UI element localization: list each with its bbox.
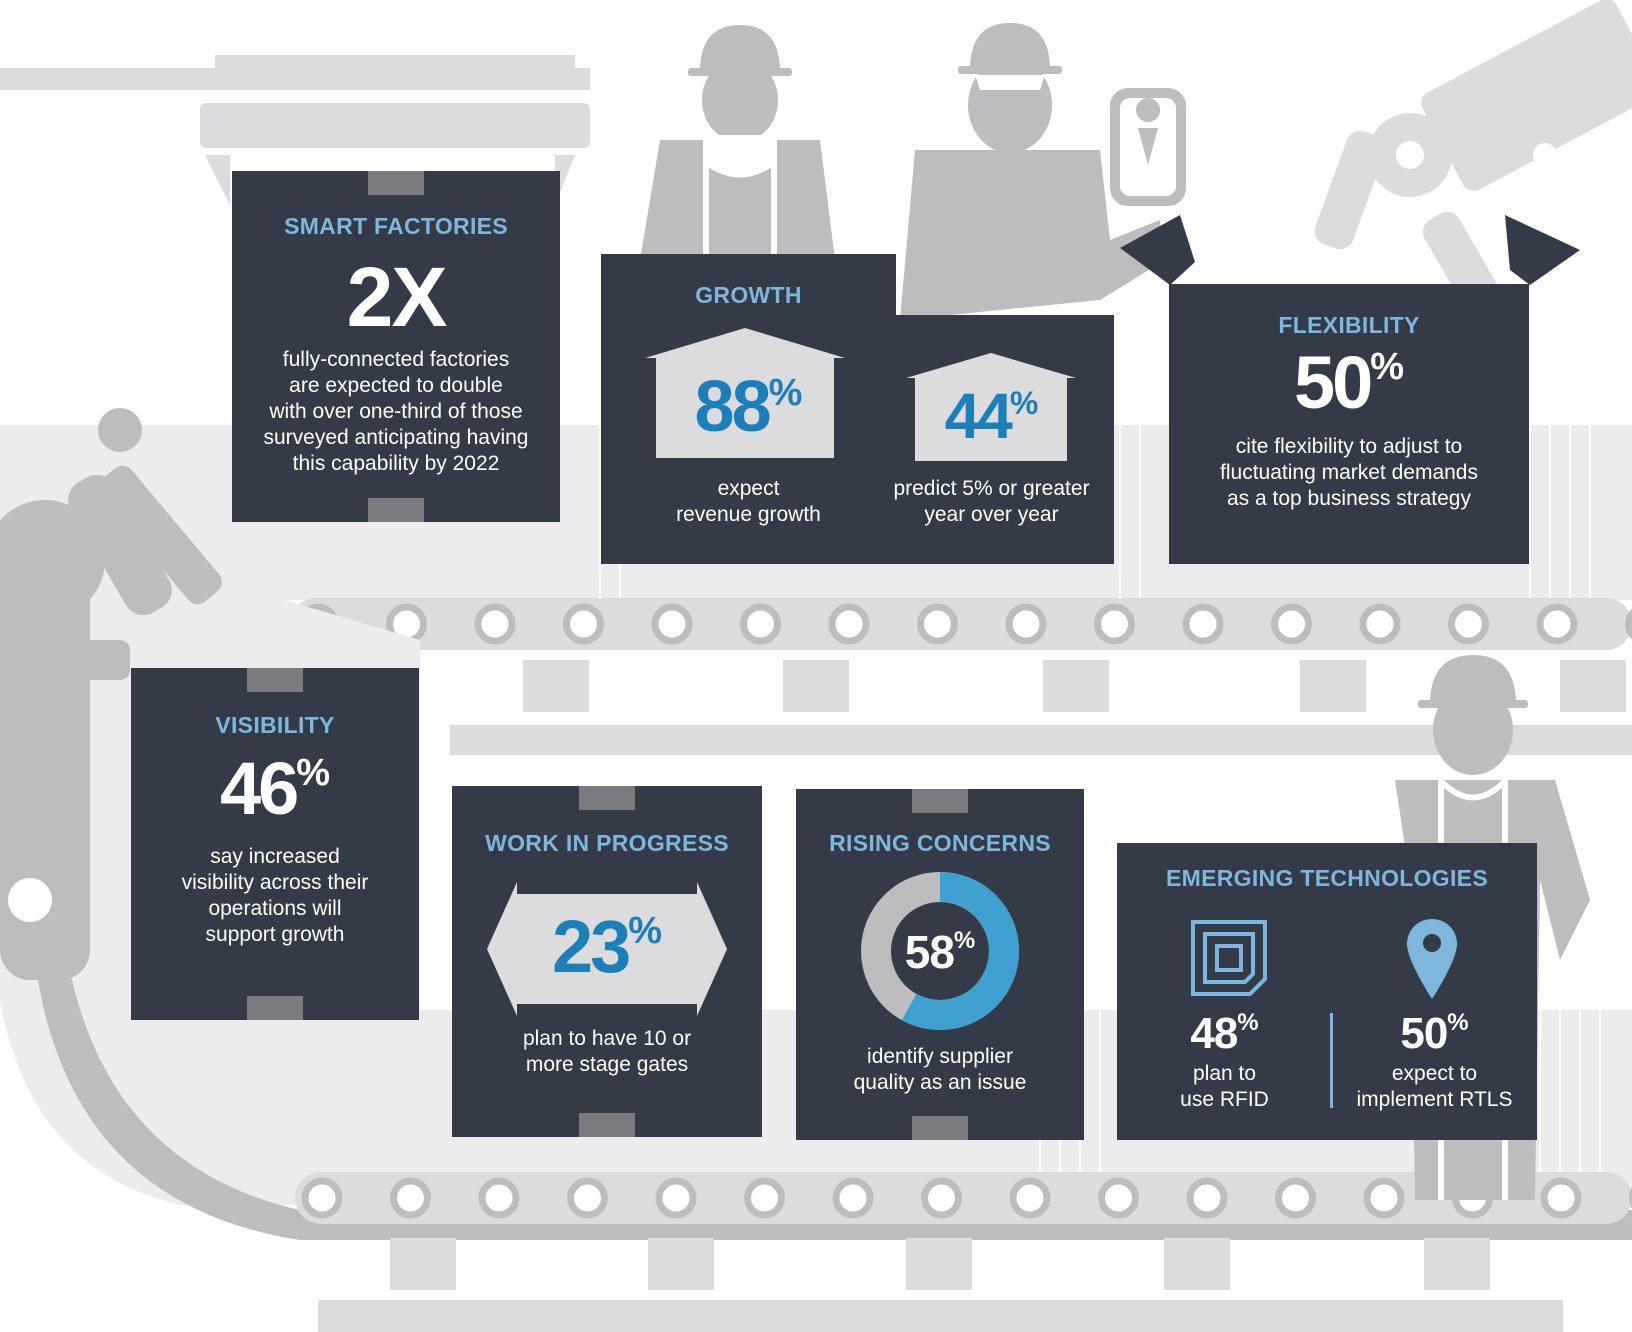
- conveyor-roller: [567, 1177, 608, 1219]
- stat-value: 44%: [944, 380, 1039, 452]
- conveyor-roller: [828, 603, 870, 645]
- conveyor-roller: [917, 603, 958, 645]
- donut-chart: [861, 872, 1019, 1030]
- card-tape-top: [247, 668, 303, 692]
- conveyor-roller: [478, 1177, 520, 1219]
- stat-value: 23%: [551, 905, 663, 988]
- card-title: WORK IN PROGRESS: [485, 830, 729, 856]
- conveyor-roller: [563, 603, 604, 645]
- rfid-chip-icon: [1191, 920, 1267, 996]
- card-tape-bottom: [912, 1116, 968, 1140]
- stat-value: 50%: [1293, 341, 1405, 424]
- conveyor-roller: [1271, 603, 1312, 645]
- divider: [1330, 1013, 1333, 1108]
- smart-factories-card: SMART FACTORIES 2X fully-connected facto…: [232, 171, 560, 522]
- conveyor-roller: [651, 603, 693, 645]
- conveyor-roller: [744, 1177, 785, 1219]
- stat-value: 2X: [346, 250, 448, 344]
- stat-value: 46%: [219, 747, 331, 830]
- conveyor-roller: [1182, 603, 1224, 645]
- stat-value: 88%: [694, 367, 803, 447]
- card-tape-bottom: [247, 996, 303, 1020]
- conveyor-roller: [390, 1177, 431, 1219]
- conveyor-roller: [1009, 1177, 1051, 1219]
- conveyor-roller: [1275, 1177, 1316, 1219]
- map-pin-icon: [1407, 919, 1457, 999]
- flexibility-card: FLEXIBILITY 50% cite flexibility to adju…: [1169, 284, 1529, 564]
- house-icon: [906, 353, 1076, 461]
- card-title: SMART FACTORIES: [284, 213, 508, 239]
- conveyor-roller: [1359, 603, 1401, 645]
- card-tape-bottom: [368, 498, 424, 522]
- conveyor-roller: [1094, 603, 1135, 645]
- conveyor-roller: [474, 603, 516, 645]
- card-tape-bottom: [579, 1113, 635, 1137]
- conveyor-roller: [832, 1177, 874, 1219]
- conveyor-roller: [1625, 608, 1632, 640]
- conveyor-roller: [1005, 603, 1047, 645]
- stat-value: 58%: [904, 926, 976, 978]
- card-title: RISING CONCERNS: [829, 830, 1051, 856]
- card-title: GROWTH: [695, 282, 802, 308]
- card-tape-top: [368, 171, 424, 195]
- stat-value-rtls: 50%: [1400, 1009, 1469, 1058]
- conveyor-roller: [921, 1177, 962, 1219]
- conveyor-roller: [1448, 603, 1489, 645]
- card-title: FLEXIBILITY: [1278, 312, 1420, 338]
- card-tape-top: [912, 789, 968, 813]
- stat-value-rfid: 48%: [1190, 1009, 1259, 1058]
- conveyor-roller: [301, 1177, 343, 1219]
- conveyor-roller: [1540, 1177, 1582, 1219]
- conveyor-roller: [1536, 603, 1578, 645]
- house-icon: [645, 328, 845, 458]
- double-arrow-icon: [487, 882, 727, 1016]
- conveyor-roller: [1186, 1177, 1228, 1219]
- conveyor-roller: [655, 1177, 697, 1219]
- conveyor-roller: [1098, 1177, 1139, 1219]
- conveyor-roller: [740, 603, 781, 645]
- card-title: EMERGING TECHNOLOGIES: [1166, 865, 1488, 891]
- card-tape-top: [579, 786, 635, 810]
- donut-value-arc: [861, 872, 1019, 1030]
- card-title: VISIBILITY: [215, 712, 335, 738]
- conveyor-roller: [1363, 1177, 1405, 1219]
